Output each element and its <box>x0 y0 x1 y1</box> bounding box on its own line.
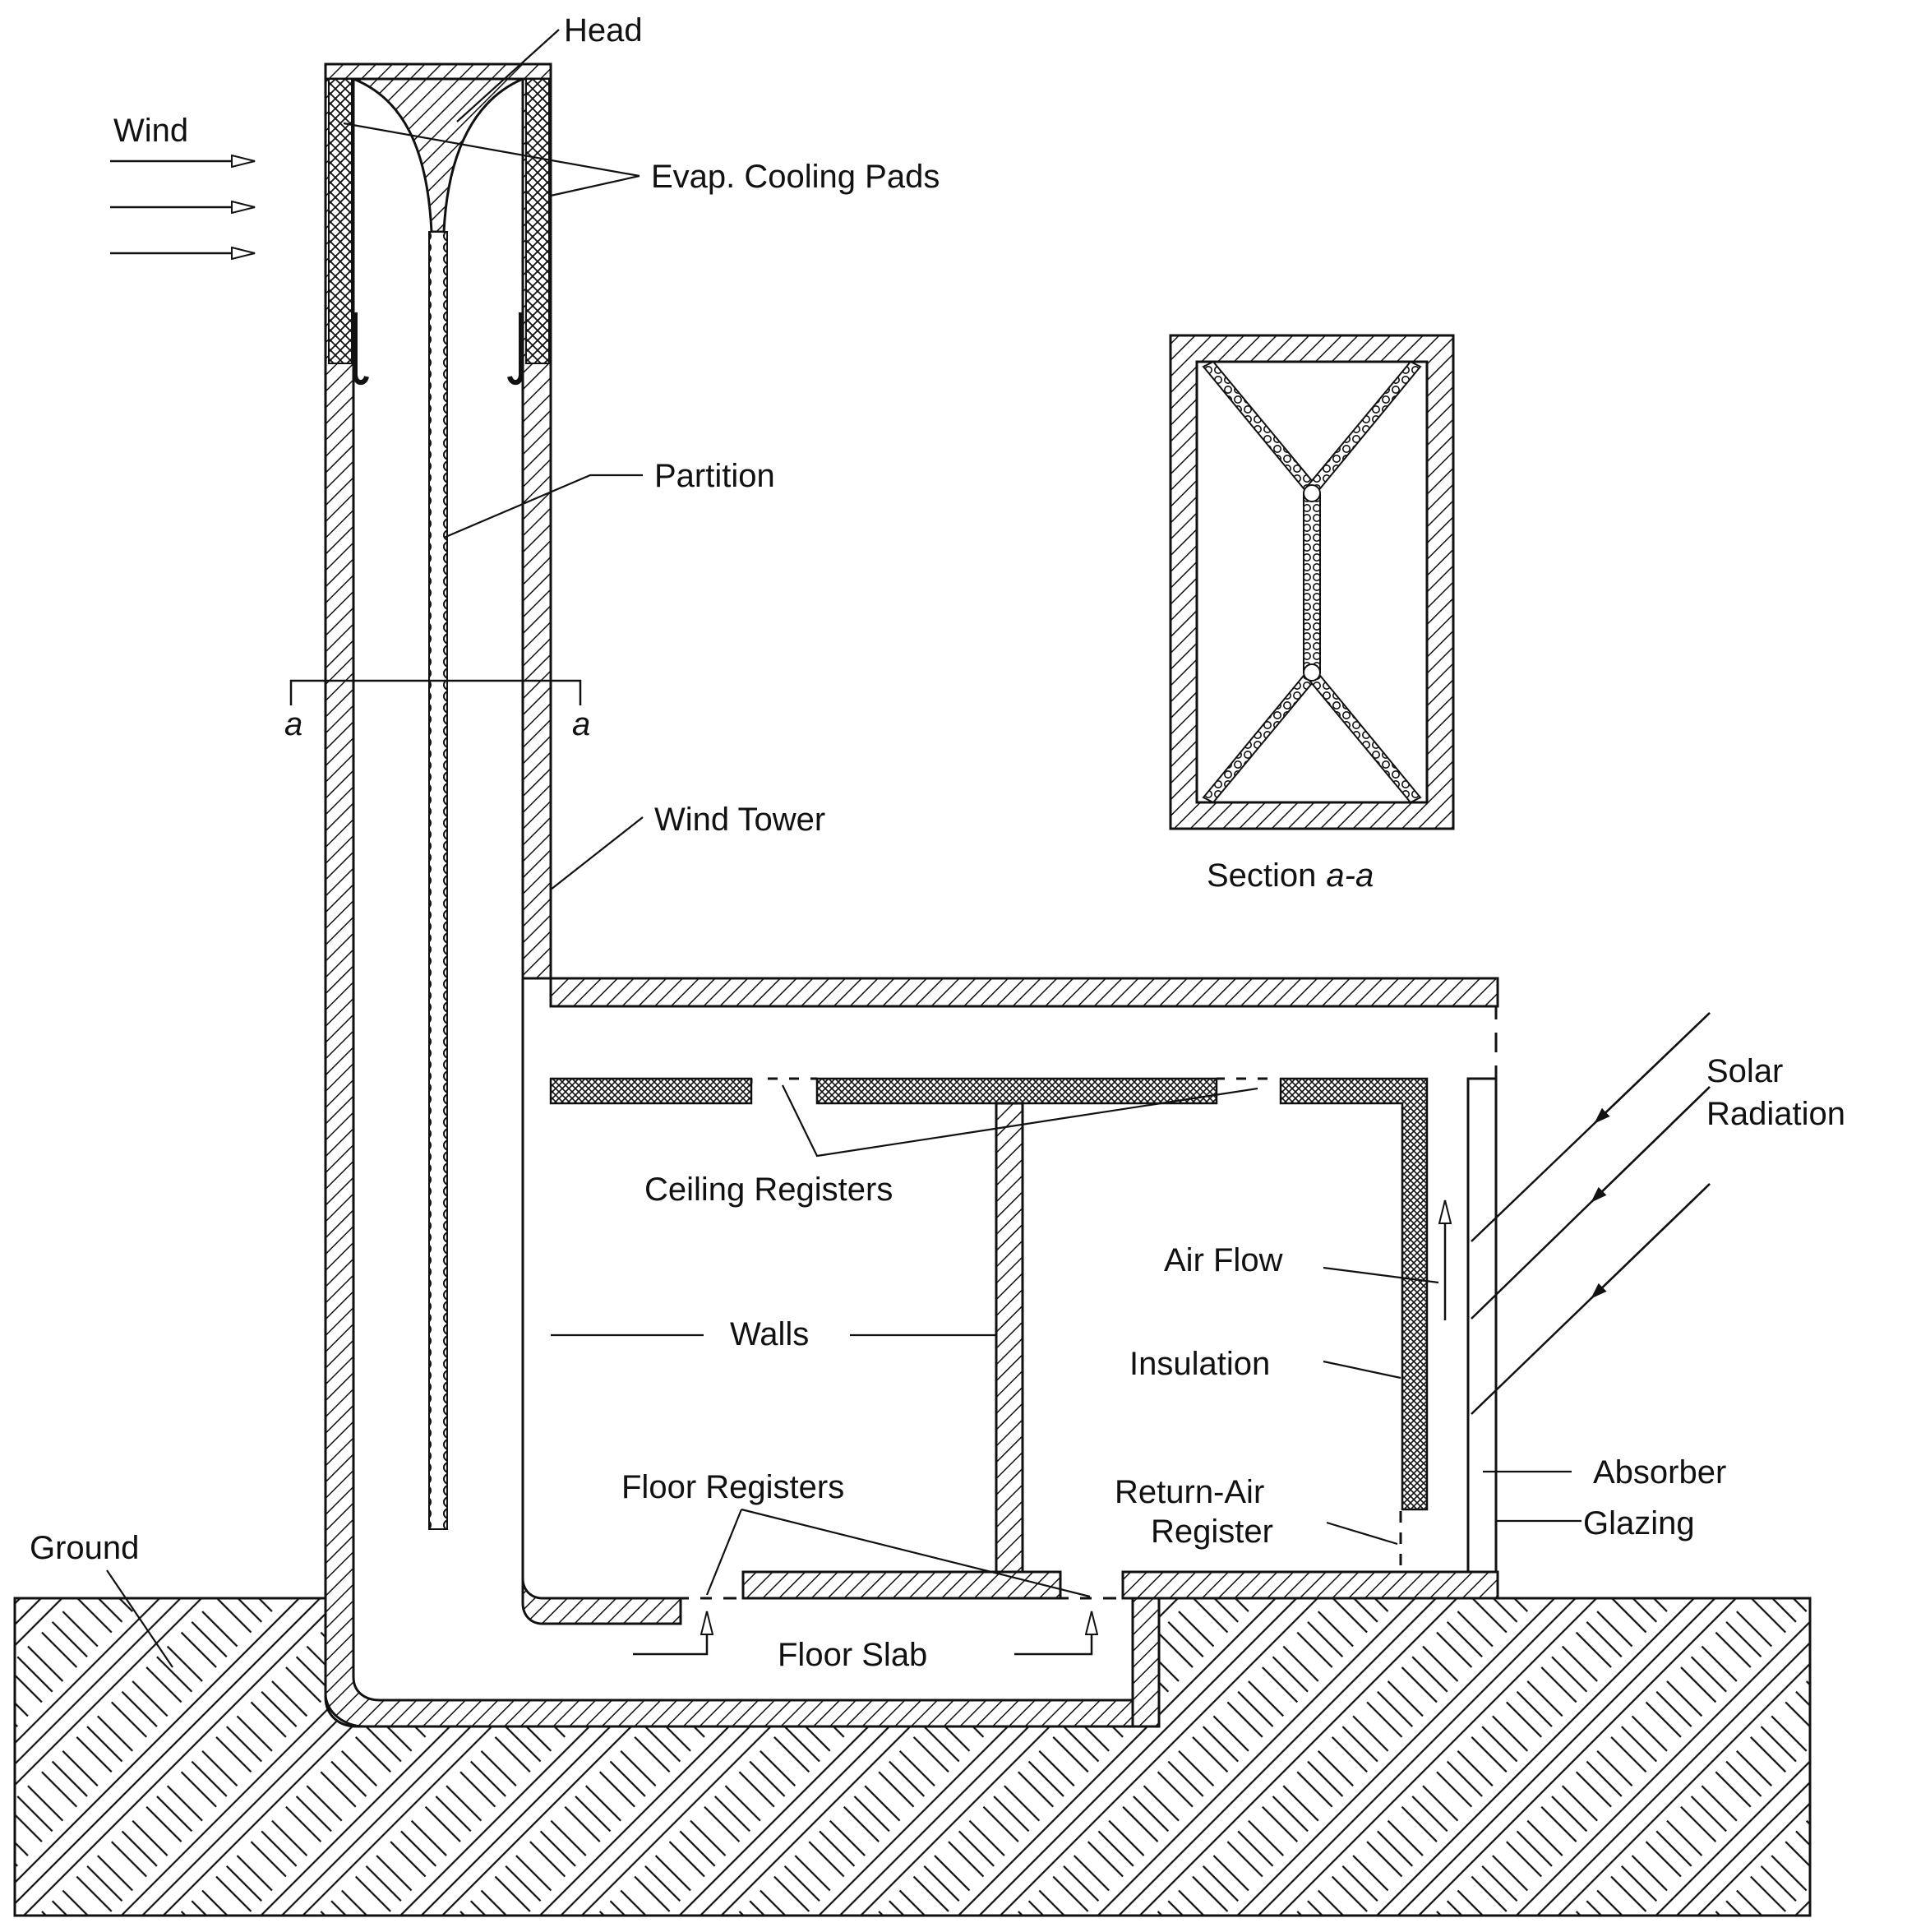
section-partition-upper-right <box>1305 360 1422 498</box>
label-absorber: Absorber <box>1593 1454 1726 1491</box>
wind-arrows <box>110 161 255 253</box>
section-a-a <box>1169 334 1455 830</box>
section-box-frame <box>1169 334 1455 830</box>
label-solar-radiation-1: Solar <box>1706 1053 1783 1089</box>
section-cut-line <box>289 679 582 705</box>
absorber-glazing <box>1466 1077 1498 1574</box>
label-return-air-register-2: Register <box>1151 1514 1273 1550</box>
building-structure <box>549 977 1499 1600</box>
label-wind: Wind <box>113 113 188 149</box>
ceiling-insulation-1 <box>549 1077 753 1105</box>
label-glazing: Glazing <box>1583 1505 1695 1541</box>
floor-slab-arrows <box>633 1611 1092 1656</box>
evap-cooling-pad-right <box>525 78 550 364</box>
label-air-flow: Air Flow <box>1164 1242 1283 1278</box>
section-partition-stem <box>1303 494 1321 672</box>
roof <box>549 977 1499 1008</box>
evap-cooling-pad-left <box>328 78 353 364</box>
label-partition: Partition <box>654 458 775 494</box>
label-walls: Walls <box>730 1316 809 1352</box>
section-partition-lower-right <box>1305 666 1422 804</box>
section-partition-upper-left <box>1202 360 1318 498</box>
label-solar-radiation-2: Radiation <box>1706 1096 1845 1132</box>
labels: Head Wind Evap. Cooling Pads Partition a… <box>30 12 1845 1673</box>
ceiling-insulation-2 <box>815 1077 1218 1105</box>
head-deflector <box>353 77 524 233</box>
ceiling-insulation-3 <box>1279 1077 1429 1511</box>
label-ground: Ground <box>30 1530 139 1566</box>
label-insulation: Insulation <box>1129 1346 1270 1382</box>
label-floor-slab: Floor Slab <box>778 1637 927 1673</box>
label-head: Head <box>564 12 643 49</box>
label-section-a-right: a <box>572 706 590 742</box>
label-section-caption: Section a-a <box>1207 857 1374 894</box>
interior-wall <box>995 1102 1024 1574</box>
label-ceiling-registers: Ceiling Registers <box>644 1172 893 1208</box>
floor-middle <box>741 1570 1062 1600</box>
label-section-prefix: Section <box>1207 857 1316 894</box>
solar-radiation-arrows <box>1471 1012 1711 1415</box>
leader-lines <box>106 29 1581 1668</box>
wind-tower-structure <box>324 62 1161 1728</box>
label-wind-tower: Wind Tower <box>654 802 825 838</box>
label-section-a-left: a <box>284 706 302 742</box>
partition <box>428 231 448 1530</box>
label-return-air-register-1: Return-Air <box>1115 1474 1264 1510</box>
label-evap-cooling-pads: Evap. Cooling Pads <box>651 159 940 195</box>
label-floor-registers: Floor Registers <box>621 1469 844 1505</box>
section-partition-lower-left <box>1202 666 1318 804</box>
floor-slab-left-wall <box>1131 1597 1161 1728</box>
label-section-suffix: a-a <box>1326 857 1374 894</box>
floor-right <box>1121 1570 1499 1600</box>
